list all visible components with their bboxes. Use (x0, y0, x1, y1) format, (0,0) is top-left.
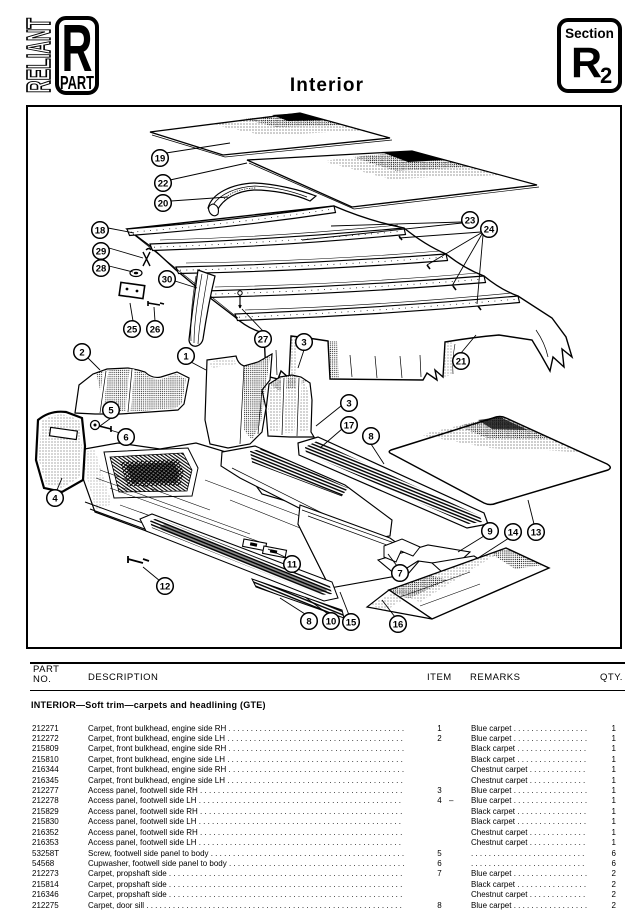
svg-text:6: 6 (123, 432, 128, 443)
svg-text:23: 23 (465, 215, 476, 226)
svg-text:27: 27 (258, 334, 269, 345)
svg-text:7: 7 (397, 568, 402, 579)
svg-text:30: 30 (162, 274, 173, 285)
svg-text:12: 12 (160, 581, 171, 592)
svg-text:RELIANT: RELIANT (21, 18, 58, 93)
svg-text:28: 28 (96, 263, 107, 274)
svg-text:18: 18 (95, 225, 106, 236)
svg-text:22: 22 (158, 178, 169, 189)
svg-text:PART: PART (60, 73, 94, 93)
svg-text:4: 4 (52, 493, 58, 504)
svg-text:1: 1 (183, 351, 189, 362)
svg-text:17: 17 (344, 420, 355, 431)
svg-text:16: 16 (393, 619, 404, 630)
svg-text:19: 19 (155, 153, 166, 164)
svg-text:24: 24 (484, 224, 495, 235)
svg-text:2: 2 (79, 347, 84, 358)
svg-text:9: 9 (487, 526, 492, 537)
svg-text:14: 14 (508, 527, 519, 538)
svg-text:20: 20 (158, 198, 169, 209)
svg-text:15: 15 (346, 617, 357, 628)
svg-text:5: 5 (108, 405, 114, 416)
svg-text:3: 3 (301, 337, 306, 348)
svg-text:29: 29 (96, 246, 107, 257)
svg-text:11: 11 (287, 559, 298, 570)
svg-text:R: R (62, 11, 93, 86)
svg-text:8: 8 (306, 616, 311, 627)
svg-text:21: 21 (456, 356, 467, 367)
svg-text:10: 10 (326, 616, 337, 627)
svg-text:26: 26 (150, 324, 161, 335)
svg-text:13: 13 (531, 527, 542, 538)
svg-text:8: 8 (368, 431, 373, 442)
svg-text:25: 25 (127, 324, 138, 335)
svg-text:3: 3 (346, 398, 351, 409)
